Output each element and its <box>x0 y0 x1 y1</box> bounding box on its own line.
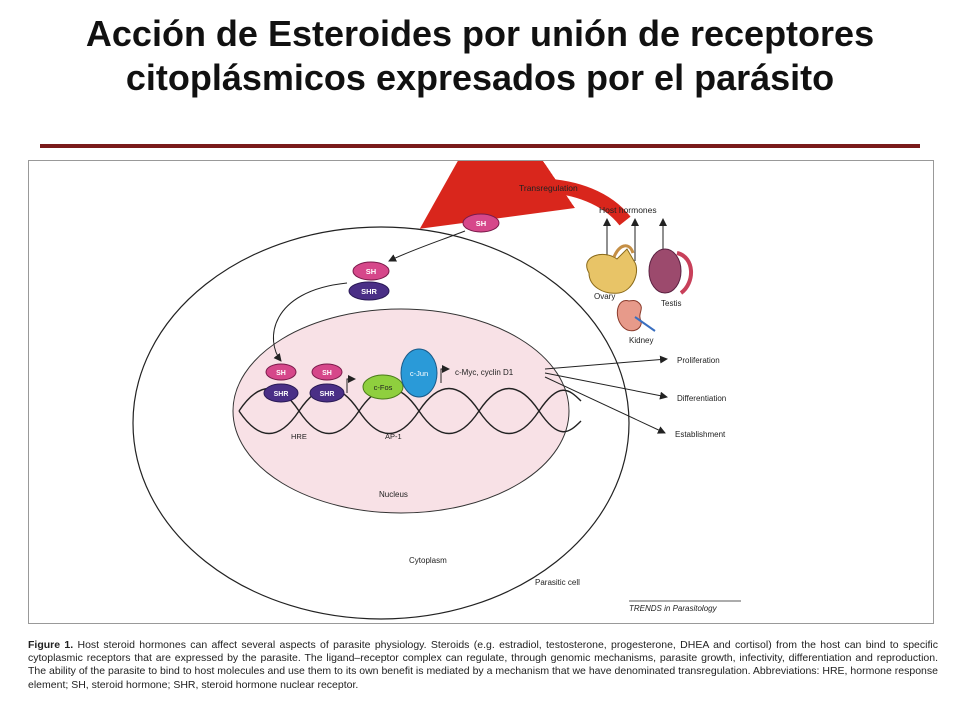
figure-caption: Figure 1. Host steroid hormones can affe… <box>28 639 938 693</box>
testis-icon <box>648 248 693 295</box>
proliferation-arrow <box>544 355 668 370</box>
dna-strand-2 <box>238 387 582 435</box>
slide-title: Acción de Esteroides por unión de recept… <box>85 13 875 98</box>
kidney-label: Kidney <box>629 336 653 345</box>
sh-bound-1 <box>265 363 297 381</box>
c-fos <box>362 374 404 400</box>
shr-cytoplasm-label: SHR <box>361 287 377 296</box>
parasitic-cell-label: Parasitic cell <box>535 578 580 587</box>
transregulation-label: Transregulation <box>519 183 578 193</box>
complex-nuclear-import-arrow <box>272 282 348 362</box>
c-myc-cyclin-label: c-Myc, cyclin D1 <box>455 368 514 377</box>
title-divider <box>40 144 920 148</box>
nucleus-label: Nucleus <box>379 490 408 499</box>
promoter-arrow-hre <box>346 375 356 393</box>
differentiation-arrow <box>544 372 668 400</box>
c-jun <box>400 348 438 398</box>
ovary-icon <box>586 244 638 294</box>
ovary-label: Ovary <box>594 292 615 301</box>
caption-text: Host steroid hormones can affect several… <box>28 638 938 691</box>
sh-free <box>462 213 500 233</box>
testis-label: Testis <box>661 299 681 308</box>
cytoplasm-label: Cytoplasm <box>409 556 447 565</box>
sh-bound-2-label: SH <box>322 370 332 377</box>
parasitic-cell <box>132 226 630 620</box>
differentiation-label: Differentiation <box>677 394 726 403</box>
sh-cytoplasm <box>352 261 390 281</box>
shr-bound-2-label: SHR <box>320 391 335 398</box>
transregulation-arrow <box>419 92 631 229</box>
shr-bound-2 <box>309 383 345 403</box>
ap1-label: AP-1 <box>385 432 402 441</box>
sh-bound-2 <box>311 363 343 381</box>
source-credit: TRENDS in Parasitology <box>629 604 718 613</box>
sh-free-label: SH <box>476 219 486 228</box>
steroid-action-diagram: Transregulation Host hormones Ovary Test… <box>132 92 741 620</box>
sh-bound-1-label: SH <box>276 370 286 377</box>
figure-panel: Transregulation Host hormones Ovary Test… <box>28 92 934 624</box>
c-fos-label: c-Fos <box>374 383 393 392</box>
establishment-arrow <box>544 376 666 434</box>
sh-cytoplasm-label: SH <box>366 267 376 276</box>
proliferation-label: Proliferation <box>677 356 720 365</box>
nucleus <box>232 308 570 514</box>
establishment-label: Establishment <box>675 430 726 439</box>
kidney-icon <box>616 300 656 332</box>
shr-cytoplasm <box>348 281 390 301</box>
c-jun-label: c-Jun <box>410 369 428 378</box>
host-hormones-label: Host hormones <box>599 205 657 215</box>
hre-label: HRE <box>291 432 307 441</box>
shr-bound-1 <box>263 383 299 403</box>
shr-bound-1-label: SHR <box>274 391 289 398</box>
sh-entry-arrow <box>388 230 466 262</box>
caption-label: Figure 1. <box>28 638 74 651</box>
promoter-arrow-ap1 <box>440 365 450 383</box>
